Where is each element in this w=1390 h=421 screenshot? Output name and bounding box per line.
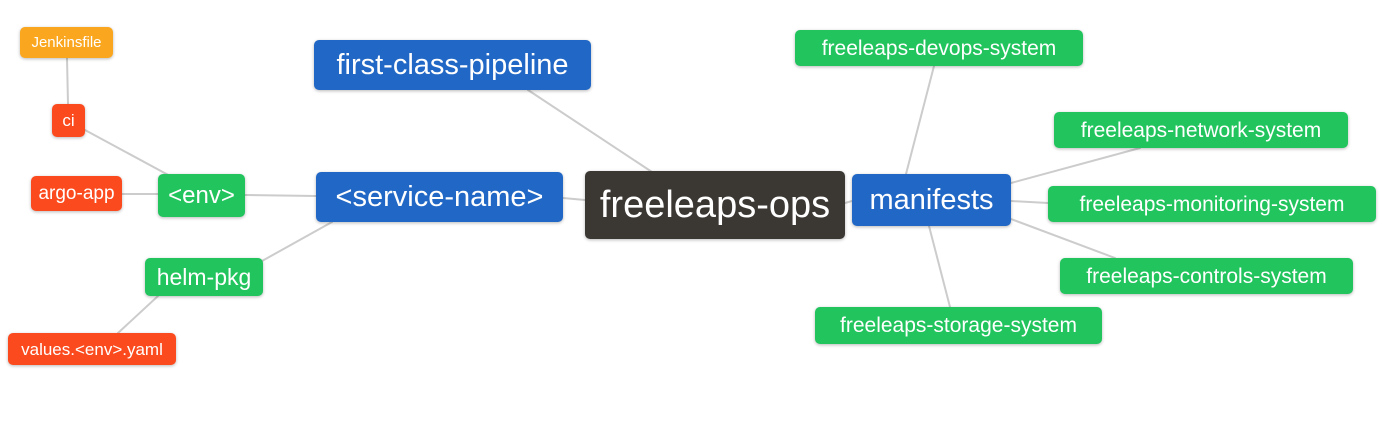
node-values-env-yaml[interactable]: values.<env>.yaml — [8, 333, 176, 365]
edge-root-manifests — [844, 200, 853, 204]
node-env[interactable]: <env> — [158, 174, 245, 217]
edge-manifests-devops — [905, 65, 935, 175]
node-argo-app[interactable]: argo-app — [31, 176, 122, 211]
node-ci[interactable]: ci — [52, 104, 85, 137]
edge-helmpkg-values — [117, 295, 159, 334]
edge-manifests-controls — [1010, 218, 1116, 259]
edge-manifests-storage — [928, 225, 951, 308]
node-service-name[interactable]: <service-name> — [316, 172, 563, 222]
edge-pipeline-root — [527, 89, 653, 173]
edge-service-helmpkg — [261, 221, 333, 262]
node-freeleaps-devops-system[interactable]: freeleaps-devops-system — [795, 30, 1083, 66]
edge-manifests-monitoring — [1010, 200, 1049, 204]
edge-service-root — [562, 197, 586, 201]
node-freeleaps-ops-root[interactable]: freeleaps-ops — [585, 171, 845, 239]
edge-env-service — [244, 194, 317, 197]
node-first-class-pipeline[interactable]: first-class-pipeline — [314, 40, 591, 90]
node-helm-pkg[interactable]: helm-pkg — [145, 258, 263, 296]
node-manifests[interactable]: manifests — [852, 174, 1011, 226]
node-freeleaps-monitoring-system[interactable]: freeleaps-monitoring-system — [1048, 186, 1376, 222]
node-freeleaps-storage-system[interactable]: freeleaps-storage-system — [815, 307, 1102, 344]
edge-manifests-network — [1010, 147, 1141, 184]
node-freeleaps-network-system[interactable]: freeleaps-network-system — [1054, 112, 1348, 148]
edge-ci-env — [84, 129, 173, 178]
node-jenkinsfile[interactable]: Jenkinsfile — [20, 27, 113, 58]
node-freeleaps-controls-system[interactable]: freeleaps-controls-system — [1060, 258, 1353, 294]
edge-jenkinsfile-ci — [66, 57, 69, 105]
